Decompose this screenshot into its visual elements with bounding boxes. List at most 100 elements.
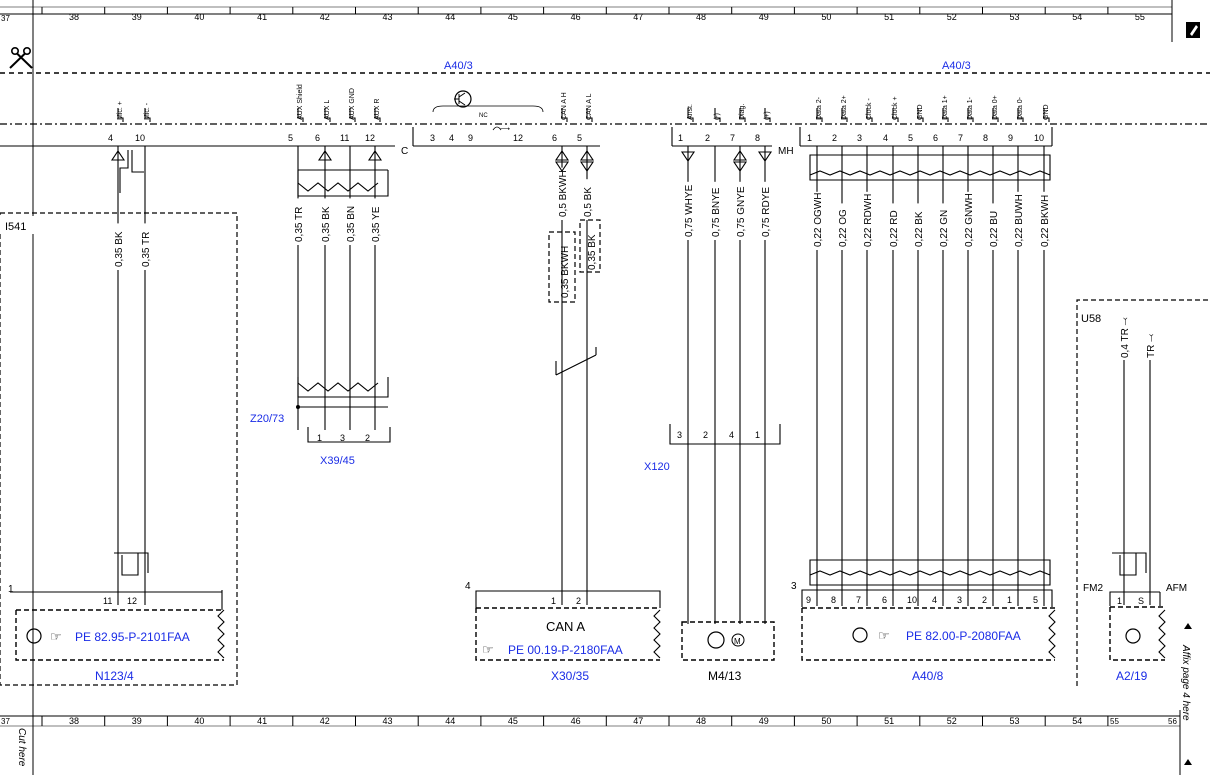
pin-signal: Data 0+ bbox=[992, 95, 999, 120]
a40-8-pin-6: 6 bbox=[882, 595, 887, 605]
pin-signal: Mic. - bbox=[144, 102, 151, 120]
grid-col-bottom-48: 48 bbox=[696, 716, 706, 726]
n123-4-pin-11: 11 bbox=[103, 596, 112, 606]
wire-label: 0,22 GNWH bbox=[964, 193, 975, 247]
grid-col-38: 38 bbox=[69, 12, 79, 22]
x120-pin-3: 3 bbox=[677, 430, 682, 440]
wire-mh-1: Anst.10,75 WHYE bbox=[678, 104, 695, 624]
a2-19-pin-s: S bbox=[1138, 596, 1144, 606]
grid-col-bottom-44: 44 bbox=[445, 716, 455, 726]
aux-shield-twist bbox=[297, 182, 379, 192]
grid-col-51: 51 bbox=[884, 12, 894, 22]
x30-35-pin-1: 1 bbox=[551, 596, 556, 606]
transistor-icon bbox=[1125, 628, 1141, 644]
grid-col-55: 55 bbox=[1135, 12, 1145, 22]
grid-col-39: 39 bbox=[132, 12, 142, 22]
a40-8-pin-4: 4 bbox=[932, 595, 937, 605]
grid-col-53: 53 bbox=[1010, 12, 1020, 22]
pin-number: 1 bbox=[807, 133, 812, 143]
pin-number: 8 bbox=[983, 133, 988, 143]
cut-here-label: Cut here bbox=[16, 728, 27, 767]
grid-col-52: 52 bbox=[947, 12, 957, 22]
a40-8-pin-7: 7 bbox=[856, 595, 861, 605]
grid-col-bottom-45: 45 bbox=[508, 716, 518, 726]
pin-mid-12: 12 bbox=[513, 133, 523, 143]
wire-mic-4: Mic. +40,35 BK bbox=[108, 101, 125, 605]
grid-col-49: 49 bbox=[759, 12, 769, 22]
nc-switch-group: NC ⟶ bbox=[432, 90, 544, 133]
wire-label: 0,22 OG bbox=[838, 209, 849, 247]
a40-8-pin-1: 1 bbox=[1007, 595, 1012, 605]
wire-mh-2: (-) 2 0,75 BNYE bbox=[705, 108, 722, 624]
grid-edge-left-bottom: 37 bbox=[1, 717, 10, 726]
pin-mid-3: 3 bbox=[430, 133, 435, 143]
pin-signal: AUX R bbox=[374, 99, 381, 120]
pin-signal: GND bbox=[1043, 104, 1050, 120]
x30-35-corner: 4 bbox=[465, 581, 471, 592]
pin-number: 5 bbox=[577, 133, 582, 143]
grid-col-bottom-38: 38 bbox=[69, 716, 79, 726]
n123-4-ref: PE 82.95-P-2101FAA bbox=[75, 630, 190, 644]
triangle-arrow-icon bbox=[317, 150, 333, 161]
pin-signal: Mic. + bbox=[117, 101, 124, 120]
a40-8-pin-3: 3 bbox=[957, 595, 962, 605]
wire-mic-10: Mic. -100,35 TR bbox=[135, 102, 152, 605]
unit-i541-border bbox=[0, 212, 238, 686]
pin-number: 7 bbox=[730, 133, 735, 143]
triangle-arrow-icon bbox=[757, 151, 773, 162]
triangle-arrow-icon bbox=[367, 150, 383, 161]
grid-col-bottom-40: 40 bbox=[194, 716, 204, 726]
triangle-arrow-icon bbox=[680, 151, 696, 162]
pin-number: 6 bbox=[933, 133, 938, 143]
pin-signal: AUX L bbox=[324, 100, 331, 120]
hand-pointer-icon: ☞ bbox=[878, 628, 890, 643]
grid-col-bottom-46: 46 bbox=[571, 716, 581, 726]
wire-data-7: Data 1-70,22 GNWH bbox=[958, 96, 975, 606]
wire-label: 0,35 YE bbox=[371, 206, 382, 242]
a40-8-pin-8: 8 bbox=[831, 595, 836, 605]
x120-connector: 3 2 4 1 X120 bbox=[644, 424, 781, 473]
triangle-arrow-icon bbox=[1184, 623, 1192, 629]
can-alt-box-2 bbox=[579, 219, 601, 273]
svg-text:M: M bbox=[734, 637, 741, 646]
grid-col-bottom-54: 54 bbox=[1072, 716, 1082, 726]
wire-label: 0,75 BNYE bbox=[711, 187, 722, 237]
x39-45-pin-1: 1 bbox=[317, 433, 322, 443]
x39-45-connector: 1 3 2 X39/45 bbox=[307, 427, 391, 467]
triangle-arrow-icon bbox=[1184, 759, 1192, 765]
unit-a40-3-right: A40/3 bbox=[942, 60, 971, 72]
grid-col-bottom-39: 39 bbox=[132, 716, 142, 726]
grid-col-40: 40 bbox=[194, 12, 204, 22]
a40-8-ref: PE 82.00-P-2080FAA bbox=[906, 629, 1021, 643]
transistor-icon bbox=[26, 628, 42, 644]
pin-signal: Clock - bbox=[866, 98, 873, 120]
hand-pointer-icon: ☞ bbox=[50, 629, 62, 644]
pin-number: 2 bbox=[705, 133, 710, 143]
affix-page-label: Affix page 4 here bbox=[1180, 644, 1191, 721]
pin-number: 10 bbox=[1034, 133, 1044, 143]
pin-number: 11 bbox=[340, 133, 349, 143]
can-alt-box-1 bbox=[548, 231, 576, 303]
pin-signal: CAN A L bbox=[586, 93, 593, 120]
connector-c-label: C bbox=[401, 146, 408, 157]
wire-data-6: Data 1+60,22 GN bbox=[933, 95, 950, 606]
grid-55-bottom: 55 bbox=[1110, 717, 1119, 726]
wire-label: 0,75 GNYE bbox=[736, 186, 747, 237]
component-m4-13: M M4/13 bbox=[681, 621, 775, 683]
pin-signal: (-) bbox=[714, 113, 721, 120]
wire-can-5: CAN A L50,5 BK bbox=[577, 93, 595, 605]
x30-35-label: X30/35 bbox=[551, 669, 589, 683]
x30-35-title: CAN A bbox=[546, 619, 585, 634]
u58-wire-1: TR ⤙ bbox=[1144, 310, 1157, 605]
wire-label: 0,22 BU bbox=[989, 211, 1000, 247]
pin-number: 7 bbox=[958, 133, 963, 143]
grid-col-44: 44 bbox=[445, 12, 455, 22]
data-shield-twist bbox=[809, 170, 1051, 176]
pin-number: 6 bbox=[552, 133, 557, 143]
motor-icon bbox=[731, 633, 745, 647]
grid-col-bottom-47: 47 bbox=[633, 716, 643, 726]
